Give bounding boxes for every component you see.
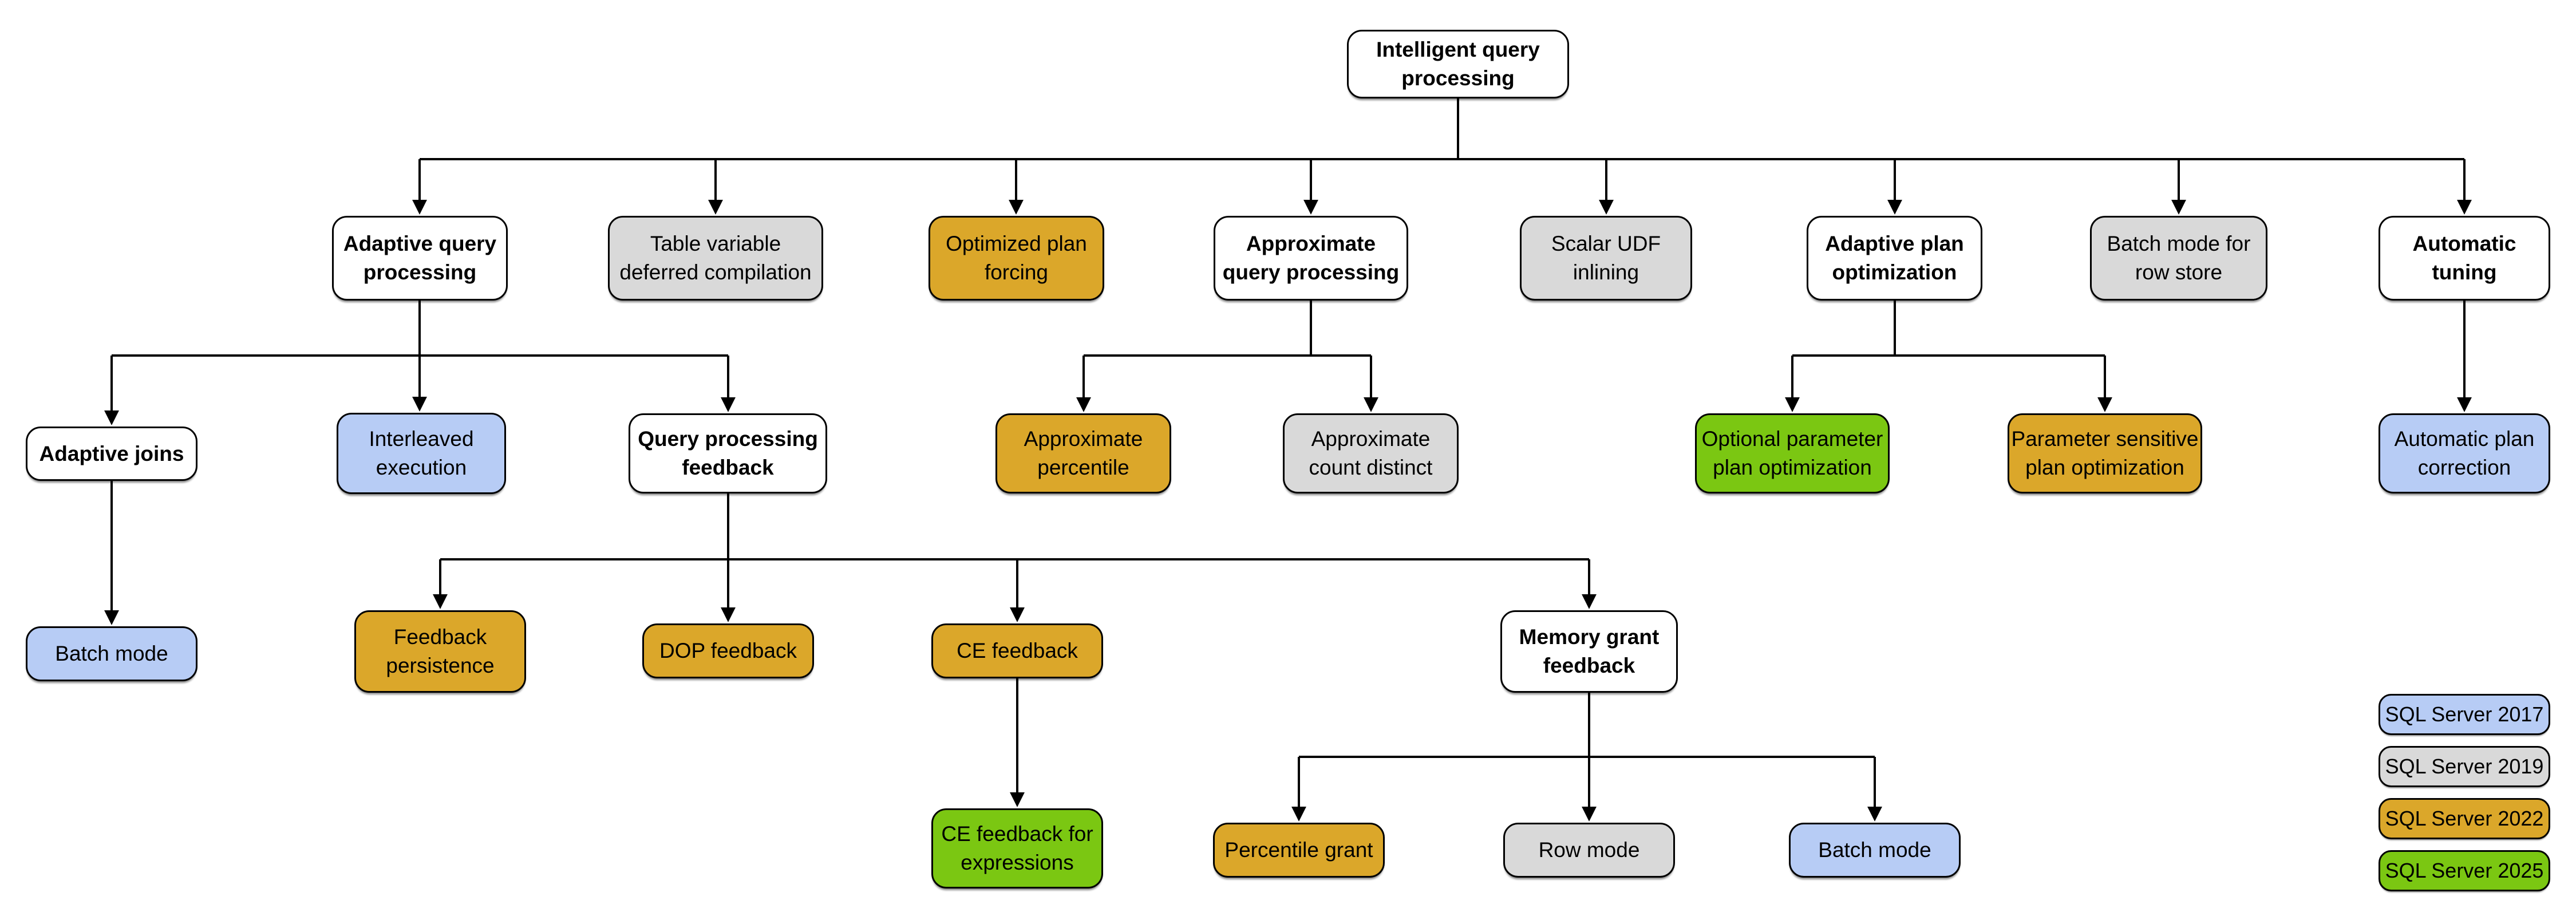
node-interleaved-execution: Interleaved execution [337, 413, 506, 494]
node-adaptive-joins: Adaptive joins [26, 427, 197, 481]
node-approximate-count-distinct: Approximate count distinct [1283, 413, 1459, 493]
node-parameter-sensitive-plan-optimization: Parameter sensitive plan optimization [2008, 413, 2202, 493]
node-intelligent-query-processing: Intelligent query processing [1347, 30, 1569, 98]
node-table-variable-deferred-compilation: Table variable deferred compilation [608, 216, 823, 301]
node-feedback-persistence: Feedback persistence [354, 610, 526, 693]
node-ce-feedback-for-expressions: CE feedback for expressions [931, 808, 1103, 889]
node-optimized-plan-forcing: Optimized plan forcing [929, 216, 1104, 301]
node-automatic-plan-correction: Automatic plan correction [2379, 413, 2550, 493]
node-approximate-query-processing: Approximate query processing [1214, 216, 1408, 301]
legend-sql-server-2022: SQL Server 2022 [2379, 798, 2550, 839]
node-memory-grant-feedback: Memory grant feedback [1500, 610, 1678, 693]
node-batch-mode-adaptive-joins: Batch mode [26, 626, 197, 681]
node-dop-feedback: DOP feedback [642, 623, 814, 678]
node-ce-feedback: CE feedback [931, 623, 1103, 678]
legend-sql-server-2017: SQL Server 2017 [2379, 694, 2550, 735]
node-scalar-udf-inlining: Scalar UDF inlining [1520, 216, 1692, 301]
node-row-mode: Row mode [1503, 823, 1675, 878]
node-batch-mode-for-row-store: Batch mode for row store [2090, 216, 2267, 301]
node-optional-parameter-plan-optimization: Optional parameter plan optimization [1695, 413, 1890, 493]
node-automatic-tuning: Automatic tuning [2379, 216, 2550, 301]
node-adaptive-plan-optimization: Adaptive plan optimization [1807, 216, 1982, 301]
node-adaptive-query-processing: Adaptive query processing [332, 216, 508, 301]
node-approximate-percentile: Approximate percentile [995, 413, 1171, 493]
node-batch-mode-memory-grant: Batch mode [1789, 823, 1961, 878]
node-percentile-grant: Percentile grant [1213, 823, 1385, 878]
legend-sql-server-2019: SQL Server 2019 [2379, 746, 2550, 787]
legend-sql-server-2025: SQL Server 2025 [2379, 850, 2550, 891]
node-query-processing-feedback: Query processing feedback [629, 413, 827, 493]
